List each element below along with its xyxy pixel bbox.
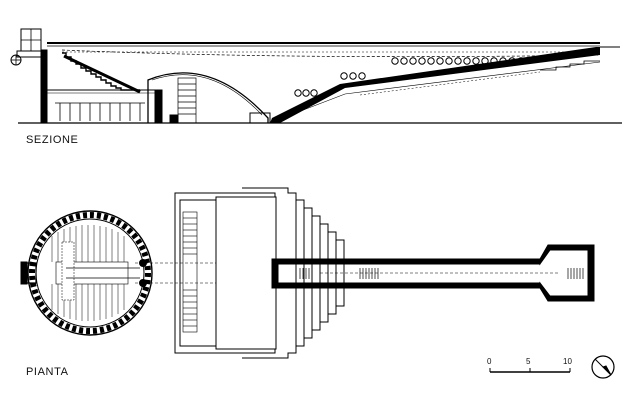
plan-arrow-end [539,244,595,302]
section-raked-seating [62,52,141,94]
section-sloped-slab [270,47,600,123]
plan-stairs [182,211,198,333]
section-caption: SEZIONE [26,134,79,146]
section-porthole-windows [294,57,525,97]
section-dome [147,72,269,123]
plan-drawing [20,187,595,359]
section-tower [10,28,44,66]
section-columns [55,102,145,121]
plan-stepped-block [174,187,345,359]
scale-tick-5: 5 [526,357,531,366]
section-stair [177,77,197,124]
plan-circular-hall [27,210,153,336]
plan-caption: PIANTA [26,366,69,378]
scale-tick-10: 10 [563,357,572,366]
section-left-wall [40,49,48,124]
north-arrow-icon [591,355,615,379]
scale-bar [489,368,571,373]
scale-tick-0: 0 [487,357,492,366]
section-drawing [10,28,622,124]
plan-walkway [271,258,584,289]
